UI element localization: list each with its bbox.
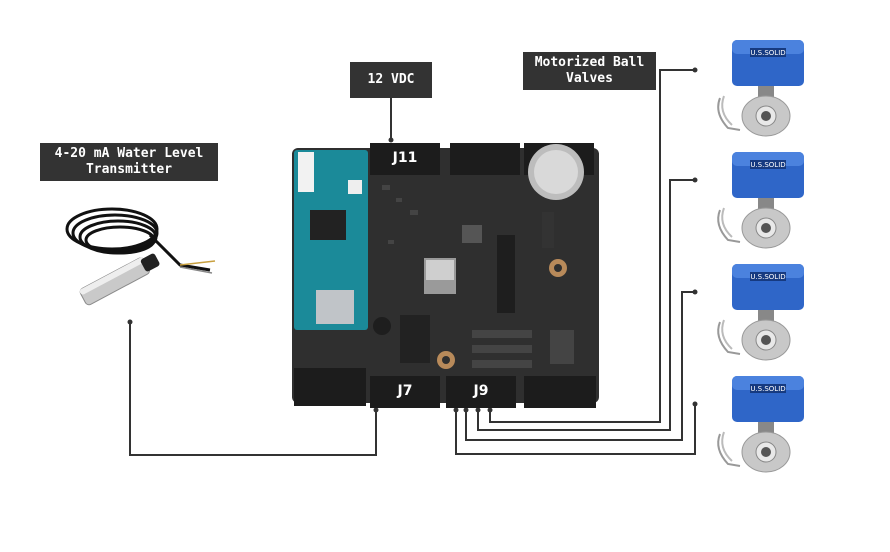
valve-wire-1 bbox=[489, 69, 695, 423]
svg-text:U.S.SOLID: U.S.SOLID bbox=[750, 161, 785, 169]
j9-connector bbox=[446, 376, 516, 408]
water-level-transmitter bbox=[65, 207, 216, 306]
ball-valve-1: U.S.SOLID bbox=[717, 40, 804, 137]
controller-board: J11 J7 J9 bbox=[292, 140, 599, 408]
board-graphic bbox=[292, 143, 599, 408]
valve-wire-4 bbox=[455, 404, 696, 455]
valve-wire-3 bbox=[465, 291, 695, 441]
ball-valve-2: U.S.SOLID bbox=[717, 152, 804, 249]
j9-label: J9 bbox=[473, 383, 489, 399]
j11-connector bbox=[370, 143, 440, 175]
transmitter-label: 4-20 mA Water Level Transmitter bbox=[40, 143, 218, 181]
power-label: 12 VDC bbox=[350, 62, 432, 98]
svg-text:U.S.SOLID: U.S.SOLID bbox=[750, 49, 785, 57]
j7-label: J7 bbox=[397, 383, 413, 399]
svg-text:U.S.SOLID: U.S.SOLID bbox=[750, 273, 785, 281]
valve-wire-2 bbox=[477, 179, 695, 431]
ball-valve-3: U.S.SOLID bbox=[717, 264, 804, 361]
transmitter-wire bbox=[129, 322, 377, 456]
valves-label: Motorized Ball Valves bbox=[523, 52, 656, 90]
svg-text:U.S.SOLID: U.S.SOLID bbox=[750, 385, 785, 393]
j11-label: J11 bbox=[392, 150, 418, 166]
ball-valve-4: U.S.SOLID bbox=[717, 376, 804, 473]
j7-connector bbox=[370, 376, 440, 408]
